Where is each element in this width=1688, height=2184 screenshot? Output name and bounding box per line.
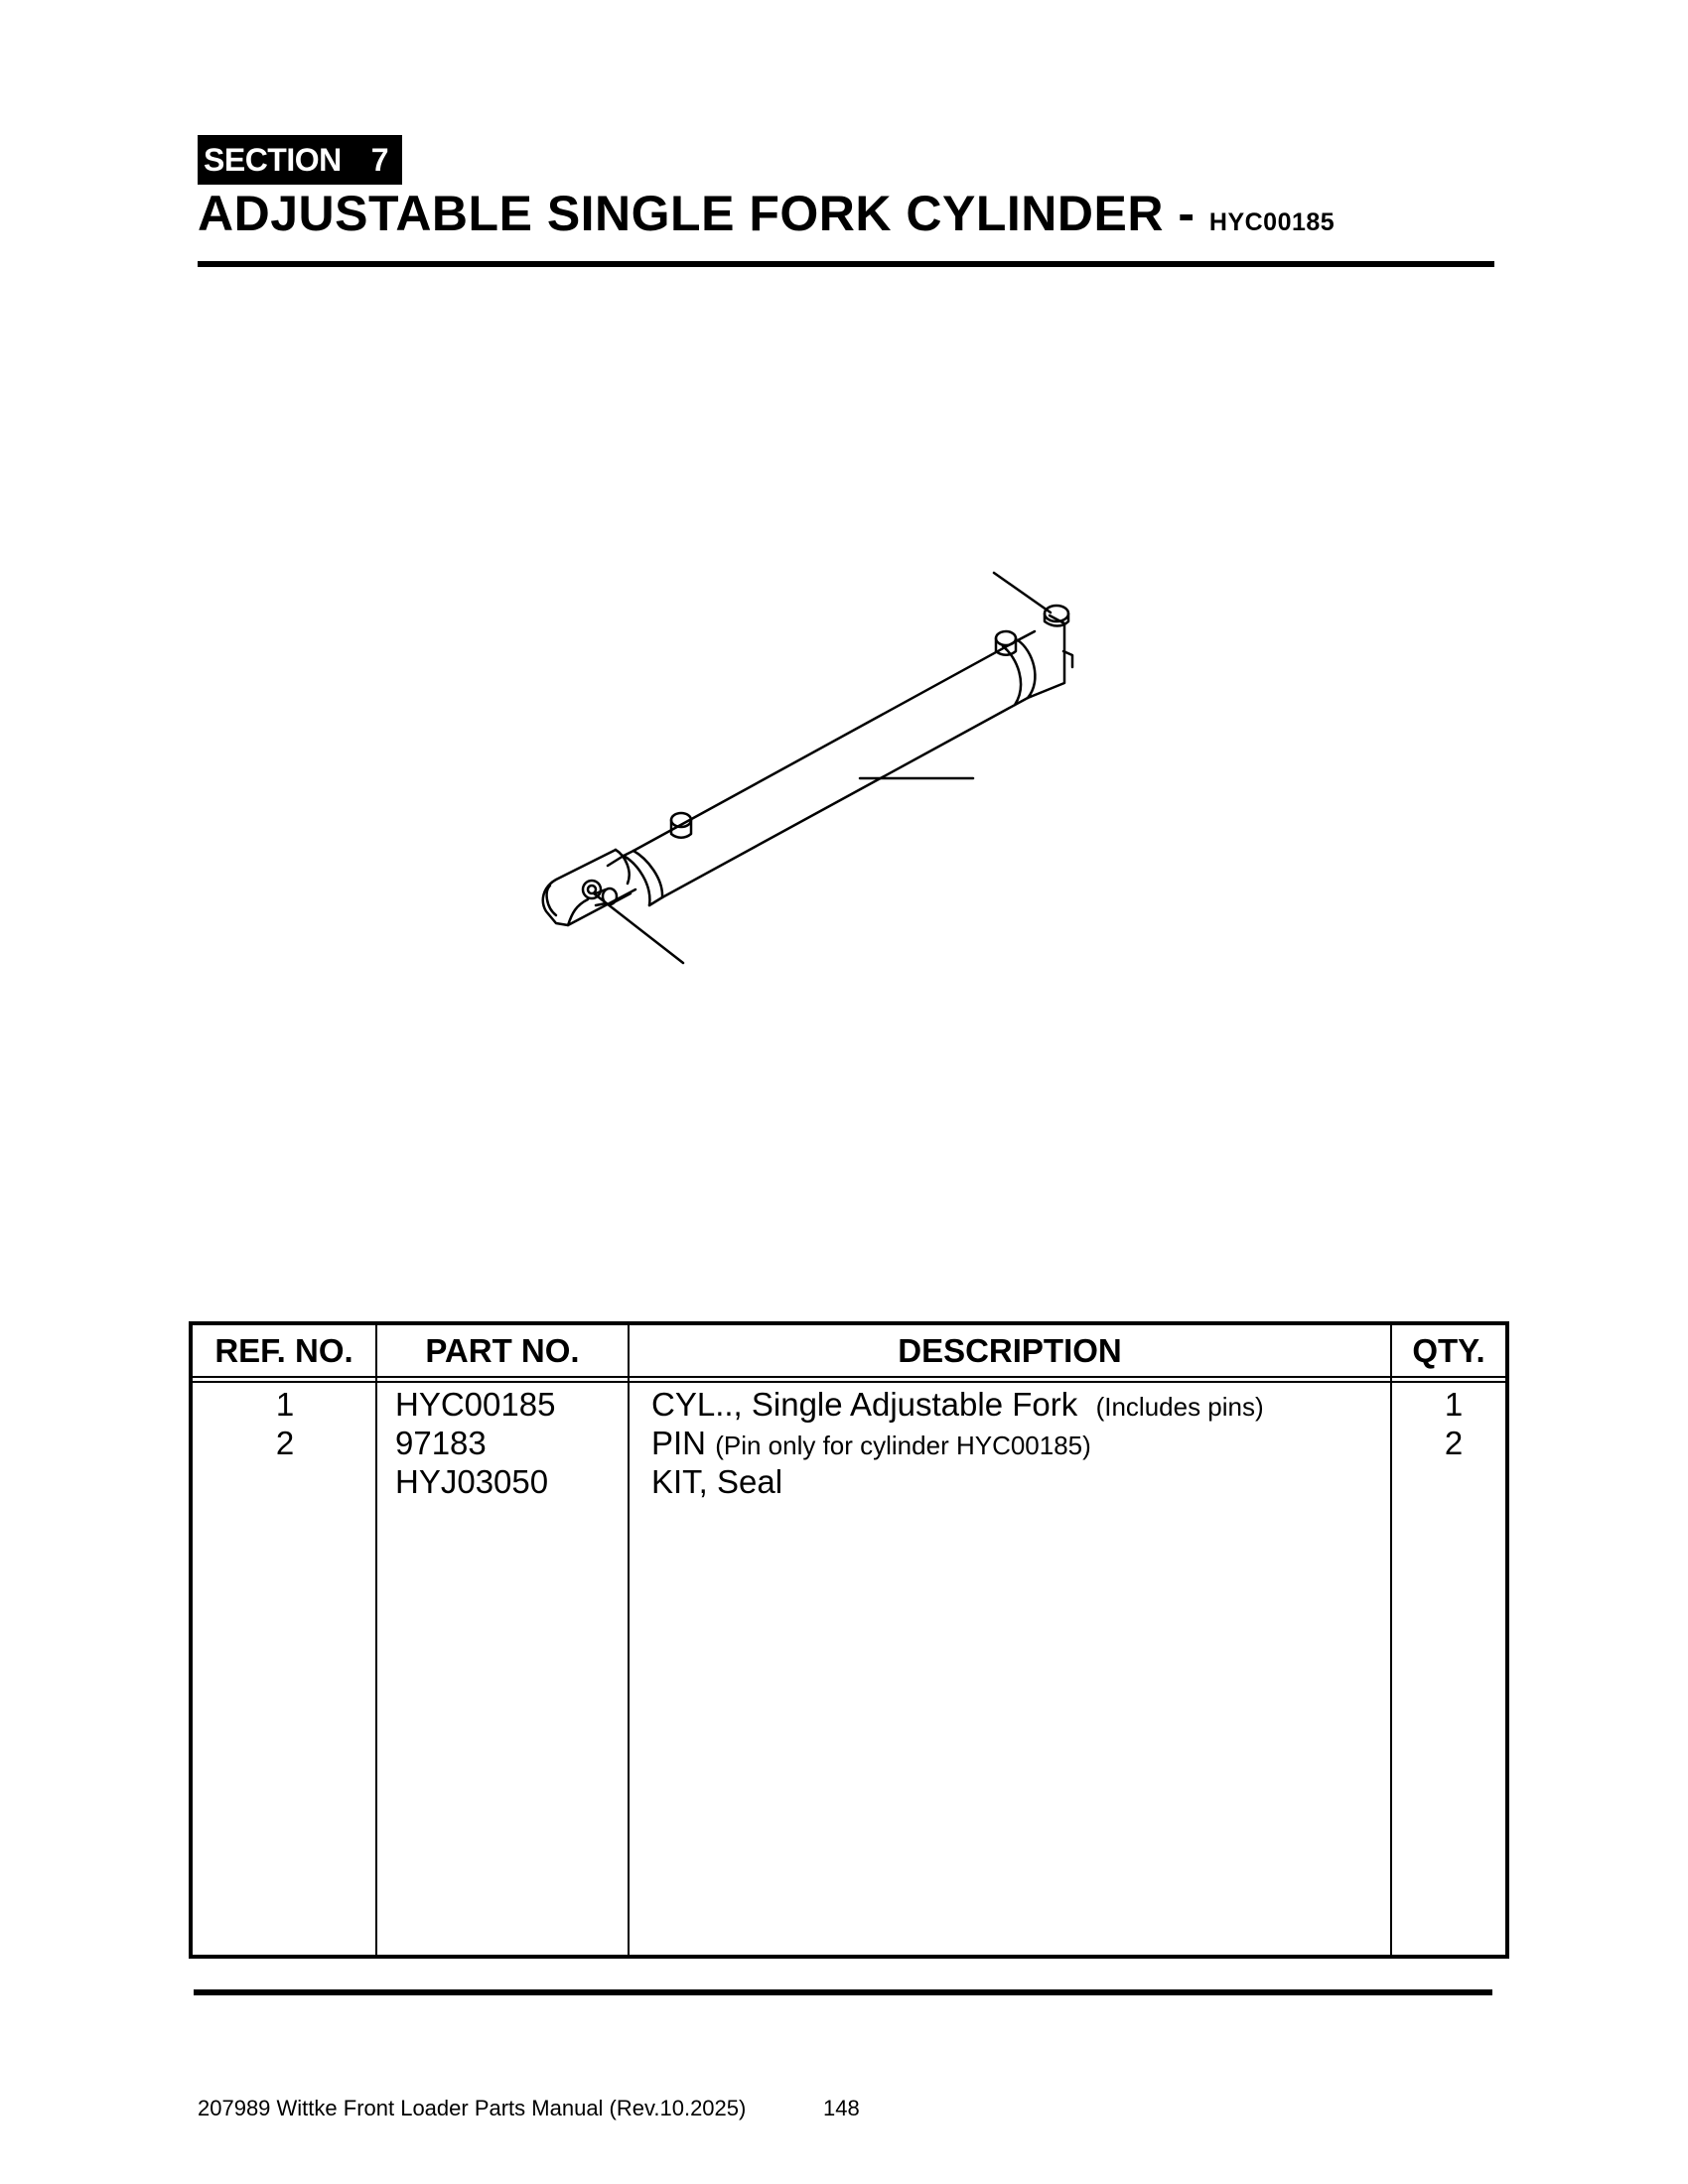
cylinder-end-cap [1016, 604, 1074, 700]
description-cell: KIT, Seal [651, 1462, 1406, 1501]
qty-cell: 1 [1444, 1386, 1464, 1423]
rod-clevis [541, 848, 637, 927]
cylinder-barrel [622, 638, 1037, 907]
footer-manual-title: 207989 Wittke Front Loader Parts Manual … [198, 2096, 747, 2120]
description-text: CYL.., Single Adjustable Fork [651, 1386, 1078, 1423]
cylinder-drawing [541, 571, 1074, 965]
section-number: 7 [370, 141, 389, 178]
description-column: CYL.., Single Adjustable Fork (Includes … [651, 1385, 1406, 1501]
ref-cell: 2 [275, 1425, 295, 1461]
description-cell: CYL.., Single Adjustable Fork (Includes … [651, 1385, 1406, 1424]
title-code: HYC00185 [1208, 208, 1336, 236]
description-note: (Includes pins) [1095, 1392, 1264, 1422]
parts-table: REF. NO. PART NO. DESCRIPTION QTY. 1 2 H… [189, 1321, 1509, 1959]
top-rule [198, 261, 1494, 267]
column-divider [628, 1325, 630, 1955]
description-cell: PIN (Pin only for cylinder HYC00185) [651, 1424, 1406, 1462]
column-divider [1390, 1325, 1392, 1955]
page-number: 148 [823, 2096, 860, 2120]
ref-column: 1 2 [193, 1385, 377, 1501]
description-note: (Pin only for cylinder HYC00185) [715, 1431, 1091, 1460]
ref-cell [193, 1462, 377, 1501]
column-divider [375, 1325, 377, 1955]
page-title: ADJUSTABLE SINGLE FORK CYLINDER - HYC001… [198, 185, 1335, 242]
description-text: KIT, Seal [651, 1463, 783, 1500]
title-text: ADJUSTABLE SINGLE FORK CYLINDER - [198, 186, 1209, 241]
section-label: SECTION [204, 141, 342, 178]
section-tag: SECTION 7 [198, 135, 402, 185]
header-qty: QTY. [1412, 1331, 1485, 1369]
qty-cell: 2 [1444, 1425, 1464, 1461]
header-description: DESCRIPTION [898, 1331, 1122, 1369]
bottom-rule [194, 1989, 1492, 1995]
part-column: HYC00185 97183 HYJ03050 [395, 1385, 643, 1501]
table-header [193, 1325, 1505, 1378]
header-part-no: PART NO. [425, 1331, 580, 1369]
qty-cell [1400, 1462, 1507, 1501]
leader-line-top [992, 571, 1053, 614]
qty-column: 1 2 [1400, 1385, 1507, 1501]
port-fitting-rear [994, 629, 1018, 656]
description-text: PIN [651, 1425, 707, 1461]
ref-cell: 1 [275, 1386, 295, 1423]
part-number-cell: HYJ03050 [395, 1463, 549, 1500]
port-fitting-front [669, 811, 693, 839]
clevis-pin [594, 887, 619, 907]
part-number-cell: HYC00185 [395, 1386, 556, 1423]
part-number-cell: 97183 [395, 1425, 487, 1461]
table-header-double-rule [193, 1381, 1505, 1383]
header-ref-no: REF. NO. [214, 1331, 353, 1369]
